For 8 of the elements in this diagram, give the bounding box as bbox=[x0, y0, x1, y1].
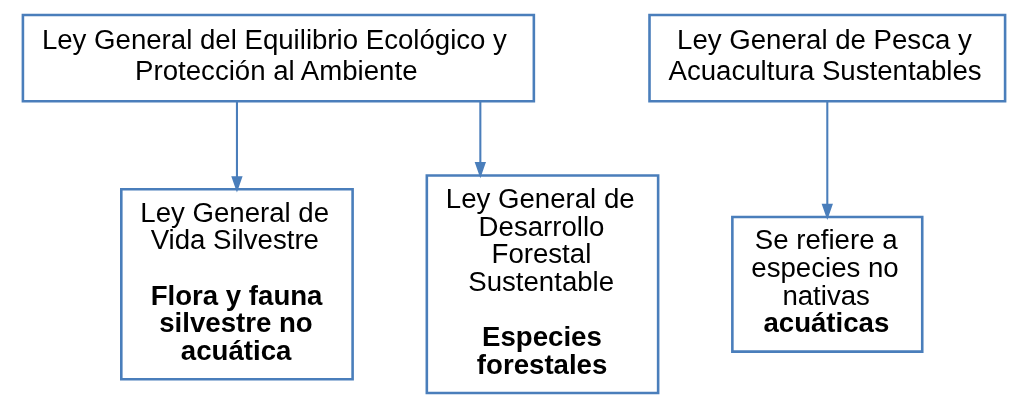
arrow bbox=[230, 101, 243, 193]
node-box: Se refiere a especies no nativas acuáticas bbox=[730, 215, 924, 353]
arrow bbox=[821, 101, 833, 220]
node-box: Ley General de Vida Silvestre Flora y fauna silvestre no acuática bbox=[119, 188, 354, 381]
arrow bbox=[474, 101, 486, 179]
node-box: Ley General de Pesca y Acuacultura Sustentables bbox=[647, 13, 1006, 103]
node-box: Ley General del Equilibrio Ecológico y Protección al Ambiente bbox=[21, 13, 535, 103]
node-box: Ley General de Desarrollo Forestal Sustentable Especies forestales bbox=[425, 174, 659, 395]
